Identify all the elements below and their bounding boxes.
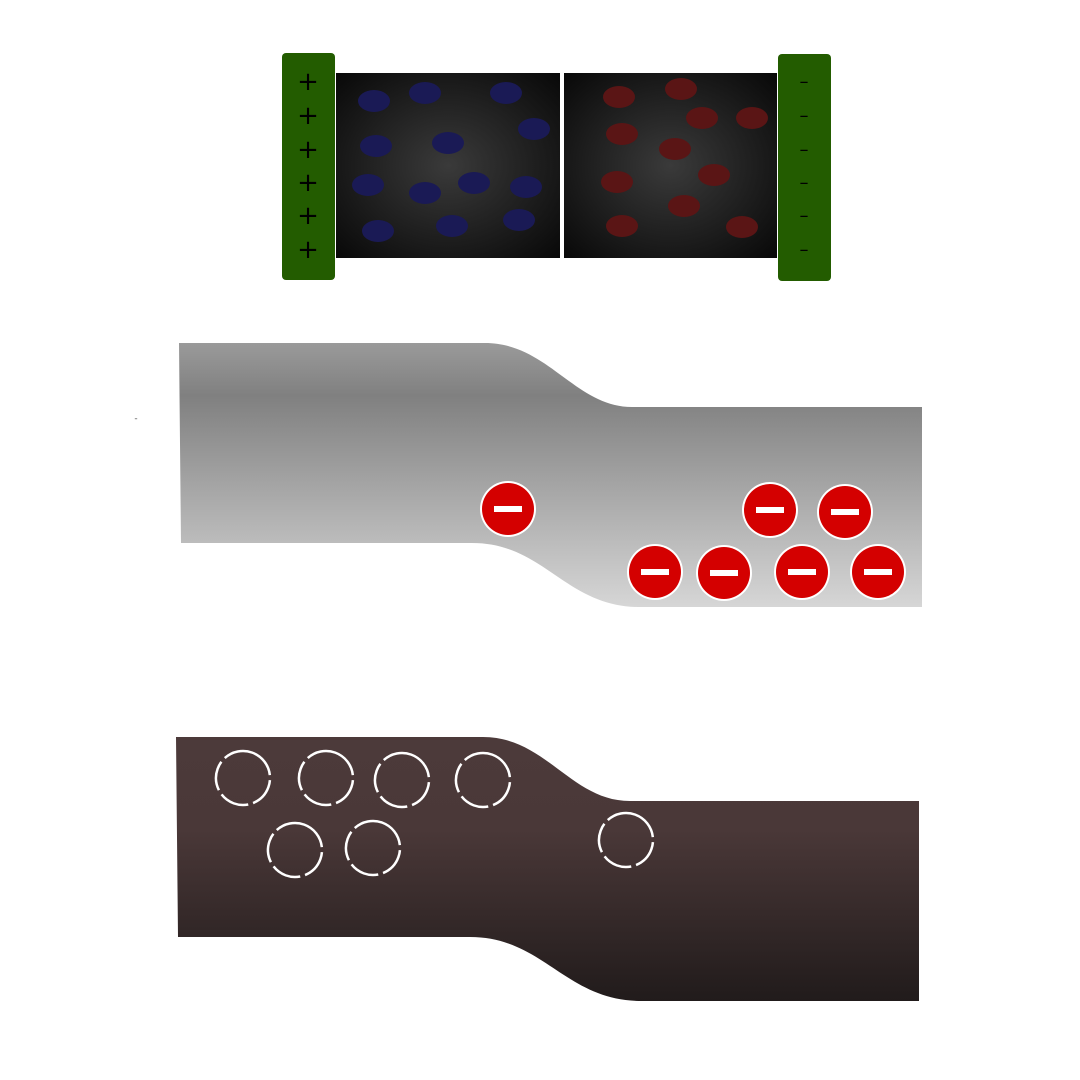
negative-charges — [480, 481, 906, 601]
negative-ion — [668, 195, 700, 217]
hole — [266, 821, 324, 879]
minus-sign: – — [800, 206, 809, 227]
battery: ++++++ –––––– — [282, 53, 831, 281]
minus-sign: – — [800, 72, 809, 93]
hole — [297, 749, 355, 807]
negative-ions — [601, 78, 768, 238]
wire-with-charges — [179, 343, 922, 607]
positive-ions — [352, 82, 550, 242]
positive-ion — [409, 82, 441, 104]
positive-ion — [409, 182, 441, 204]
hole — [373, 751, 431, 809]
negative-charge — [817, 484, 873, 540]
negative-charge — [850, 544, 906, 600]
minus-symbol-icon — [864, 569, 892, 575]
negative-charge — [480, 481, 536, 537]
minus-sign: – — [800, 106, 809, 127]
dark-wire-channel — [176, 737, 919, 1001]
negative-ion — [606, 123, 638, 145]
hole — [344, 819, 402, 877]
wire-with-holes — [176, 737, 919, 1001]
stray-mark: - — [134, 414, 137, 424]
hole — [454, 751, 512, 809]
positive-ion — [360, 135, 392, 157]
minus-symbol-icon — [494, 506, 522, 512]
positive-ion — [503, 209, 535, 231]
plus-sign: + — [297, 135, 319, 165]
negative-ion — [686, 107, 718, 129]
positive-ion — [362, 220, 394, 242]
positive-ion — [490, 82, 522, 104]
positive-ion — [358, 90, 390, 112]
negative-charge — [774, 544, 830, 600]
hole — [597, 811, 655, 869]
negative-ion — [606, 215, 638, 237]
negative-ion — [603, 86, 635, 108]
negative-ion — [698, 164, 730, 186]
minus-symbol-icon — [831, 509, 859, 515]
positive-ion — [518, 118, 550, 140]
positive-ion — [510, 176, 542, 198]
chamber-separator — [560, 73, 564, 258]
positive-ion — [352, 174, 384, 196]
negative-charge — [627, 544, 683, 600]
minus-symbol-icon — [641, 569, 669, 575]
negative-ion — [659, 138, 691, 160]
positive-terminal — [282, 53, 335, 280]
negative-charge — [696, 545, 752, 601]
plus-sign: + — [297, 67, 319, 97]
hole — [214, 749, 272, 807]
minus-sign: – — [800, 173, 809, 194]
plus-sign: + — [297, 235, 319, 265]
minus-symbol-icon — [788, 569, 816, 575]
positive-ion — [436, 215, 468, 237]
positive-ion — [432, 132, 464, 154]
negative-terminal — [778, 54, 831, 281]
grey-wire-channel — [179, 343, 922, 607]
minus-symbol-icon — [710, 570, 738, 576]
negative-ion — [736, 107, 768, 129]
positive-ion — [458, 172, 490, 194]
negative-signs: – – – – – – — [800, 72, 809, 261]
plus-sign: + — [297, 168, 319, 198]
negative-ion — [726, 216, 758, 238]
minus-symbol-icon — [756, 507, 784, 513]
positive-signs: ++++++ — [297, 67, 319, 265]
minus-sign: – — [800, 140, 809, 161]
minus-sign: – — [800, 240, 809, 261]
holes — [214, 749, 655, 879]
negative-ion — [601, 171, 633, 193]
plus-sign: + — [297, 101, 319, 131]
negative-charge — [742, 482, 798, 538]
negative-ion — [665, 78, 697, 100]
plus-sign: + — [297, 201, 319, 231]
